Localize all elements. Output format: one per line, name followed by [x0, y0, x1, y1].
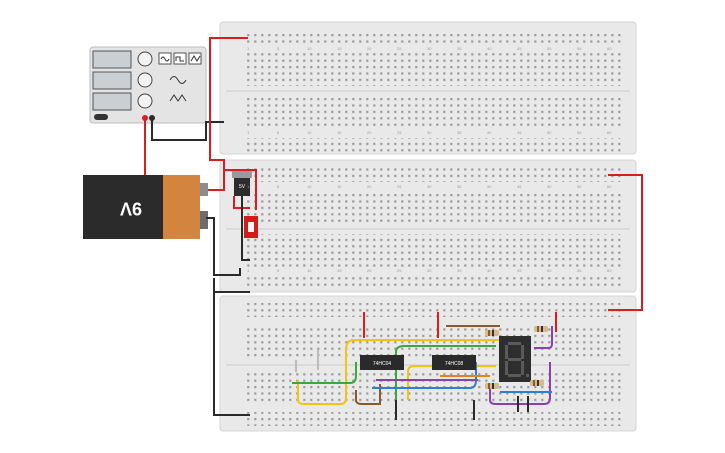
column-number: 20	[367, 130, 372, 135]
chip-label: 74HC04	[373, 361, 392, 367]
power-wires	[144, 37, 643, 416]
column-number: 45	[517, 130, 522, 135]
breadboard-middle-column-numbers: 1155101015152020252530303535404045455050…	[247, 184, 612, 273]
chip-74hc08[interactable]: 74HC08	[432, 355, 476, 370]
column-number: 40	[487, 184, 492, 189]
column-number: 55	[577, 130, 582, 135]
column-number: 10	[307, 46, 312, 51]
column-number: 55	[577, 184, 582, 189]
column-number: 45	[517, 46, 522, 51]
column-number: 50	[547, 130, 552, 135]
column-number: 25	[397, 268, 402, 273]
column-number: 5	[277, 46, 280, 51]
column-number: 5	[277, 184, 280, 189]
chip-74hc04[interactable]: 74HC04	[360, 355, 404, 370]
column-number: 35	[457, 130, 462, 135]
seven-segment-display[interactable]	[499, 336, 531, 382]
column-number: 35	[457, 184, 462, 189]
column-number: 5	[277, 130, 280, 135]
column-number: 15	[337, 184, 342, 189]
column-number: 20	[367, 268, 372, 273]
column-number: 35	[457, 268, 462, 273]
column-number: 55	[577, 268, 582, 273]
breadboard-top[interactable]	[219, 21, 637, 155]
resistor[interactable]	[530, 380, 544, 386]
column-number: 60	[607, 46, 612, 51]
column-number: 10	[307, 184, 312, 189]
chip-label: 74HC08	[445, 361, 464, 367]
column-number: 5	[277, 268, 280, 273]
resistor[interactable]	[534, 326, 548, 332]
column-number: 15	[337, 46, 342, 51]
column-number: 40	[487, 268, 492, 273]
breadboard-middle[interactable]	[219, 159, 637, 293]
column-number: 1	[247, 184, 250, 189]
power-switch[interactable]	[94, 114, 108, 120]
resistor[interactable]	[485, 383, 499, 389]
column-number: 25	[397, 184, 402, 189]
breadboard-top-column-numbers: 1155101015152020252530303535404045455050…	[247, 46, 612, 135]
battery-label: 9V	[120, 198, 142, 218]
column-number: 40	[487, 46, 492, 51]
knob-icon[interactable]	[137, 72, 153, 88]
column-number: 40	[487, 130, 492, 135]
column-number: 30	[427, 268, 432, 273]
column-number: 50	[547, 184, 552, 189]
column-number: 15	[337, 268, 342, 273]
knob-icon[interactable]	[137, 51, 153, 67]
column-number: 25	[397, 130, 402, 135]
column-number: 10	[307, 130, 312, 135]
column-number: 1	[247, 46, 250, 51]
column-number: 50	[547, 46, 552, 51]
column-number: 15	[337, 130, 342, 135]
column-number: 30	[427, 184, 432, 189]
column-number: 1	[247, 268, 250, 273]
column-number: 10	[307, 268, 312, 273]
battery-9v[interactable]: 9V	[83, 175, 208, 239]
column-number: 20	[367, 46, 372, 51]
resistors[interactable]	[485, 326, 548, 389]
regulator-label: 5V	[239, 184, 246, 190]
voltage-regulator[interactable]: 5V	[232, 171, 252, 196]
knob-icon[interactable]	[137, 93, 153, 109]
column-number: 55	[577, 46, 582, 51]
column-number: 50	[547, 268, 552, 273]
column-number: 25	[397, 46, 402, 51]
column-number: 60	[607, 184, 612, 189]
slide-switch[interactable]	[244, 216, 258, 238]
power-supply[interactable]	[89, 46, 207, 124]
column-number: 45	[517, 184, 522, 189]
resistor[interactable]	[485, 330, 499, 336]
logic-wires	[292, 312, 557, 420]
column-number: 20	[367, 184, 372, 189]
column-number: 60	[607, 268, 612, 273]
column-number: 30	[427, 46, 432, 51]
breadboard-bottom[interactable]	[219, 295, 637, 432]
column-number: 45	[517, 268, 522, 273]
column-number: 35	[457, 46, 462, 51]
column-number: 30	[427, 130, 432, 135]
column-number: 1	[247, 130, 250, 135]
column-number: 60	[607, 130, 612, 135]
